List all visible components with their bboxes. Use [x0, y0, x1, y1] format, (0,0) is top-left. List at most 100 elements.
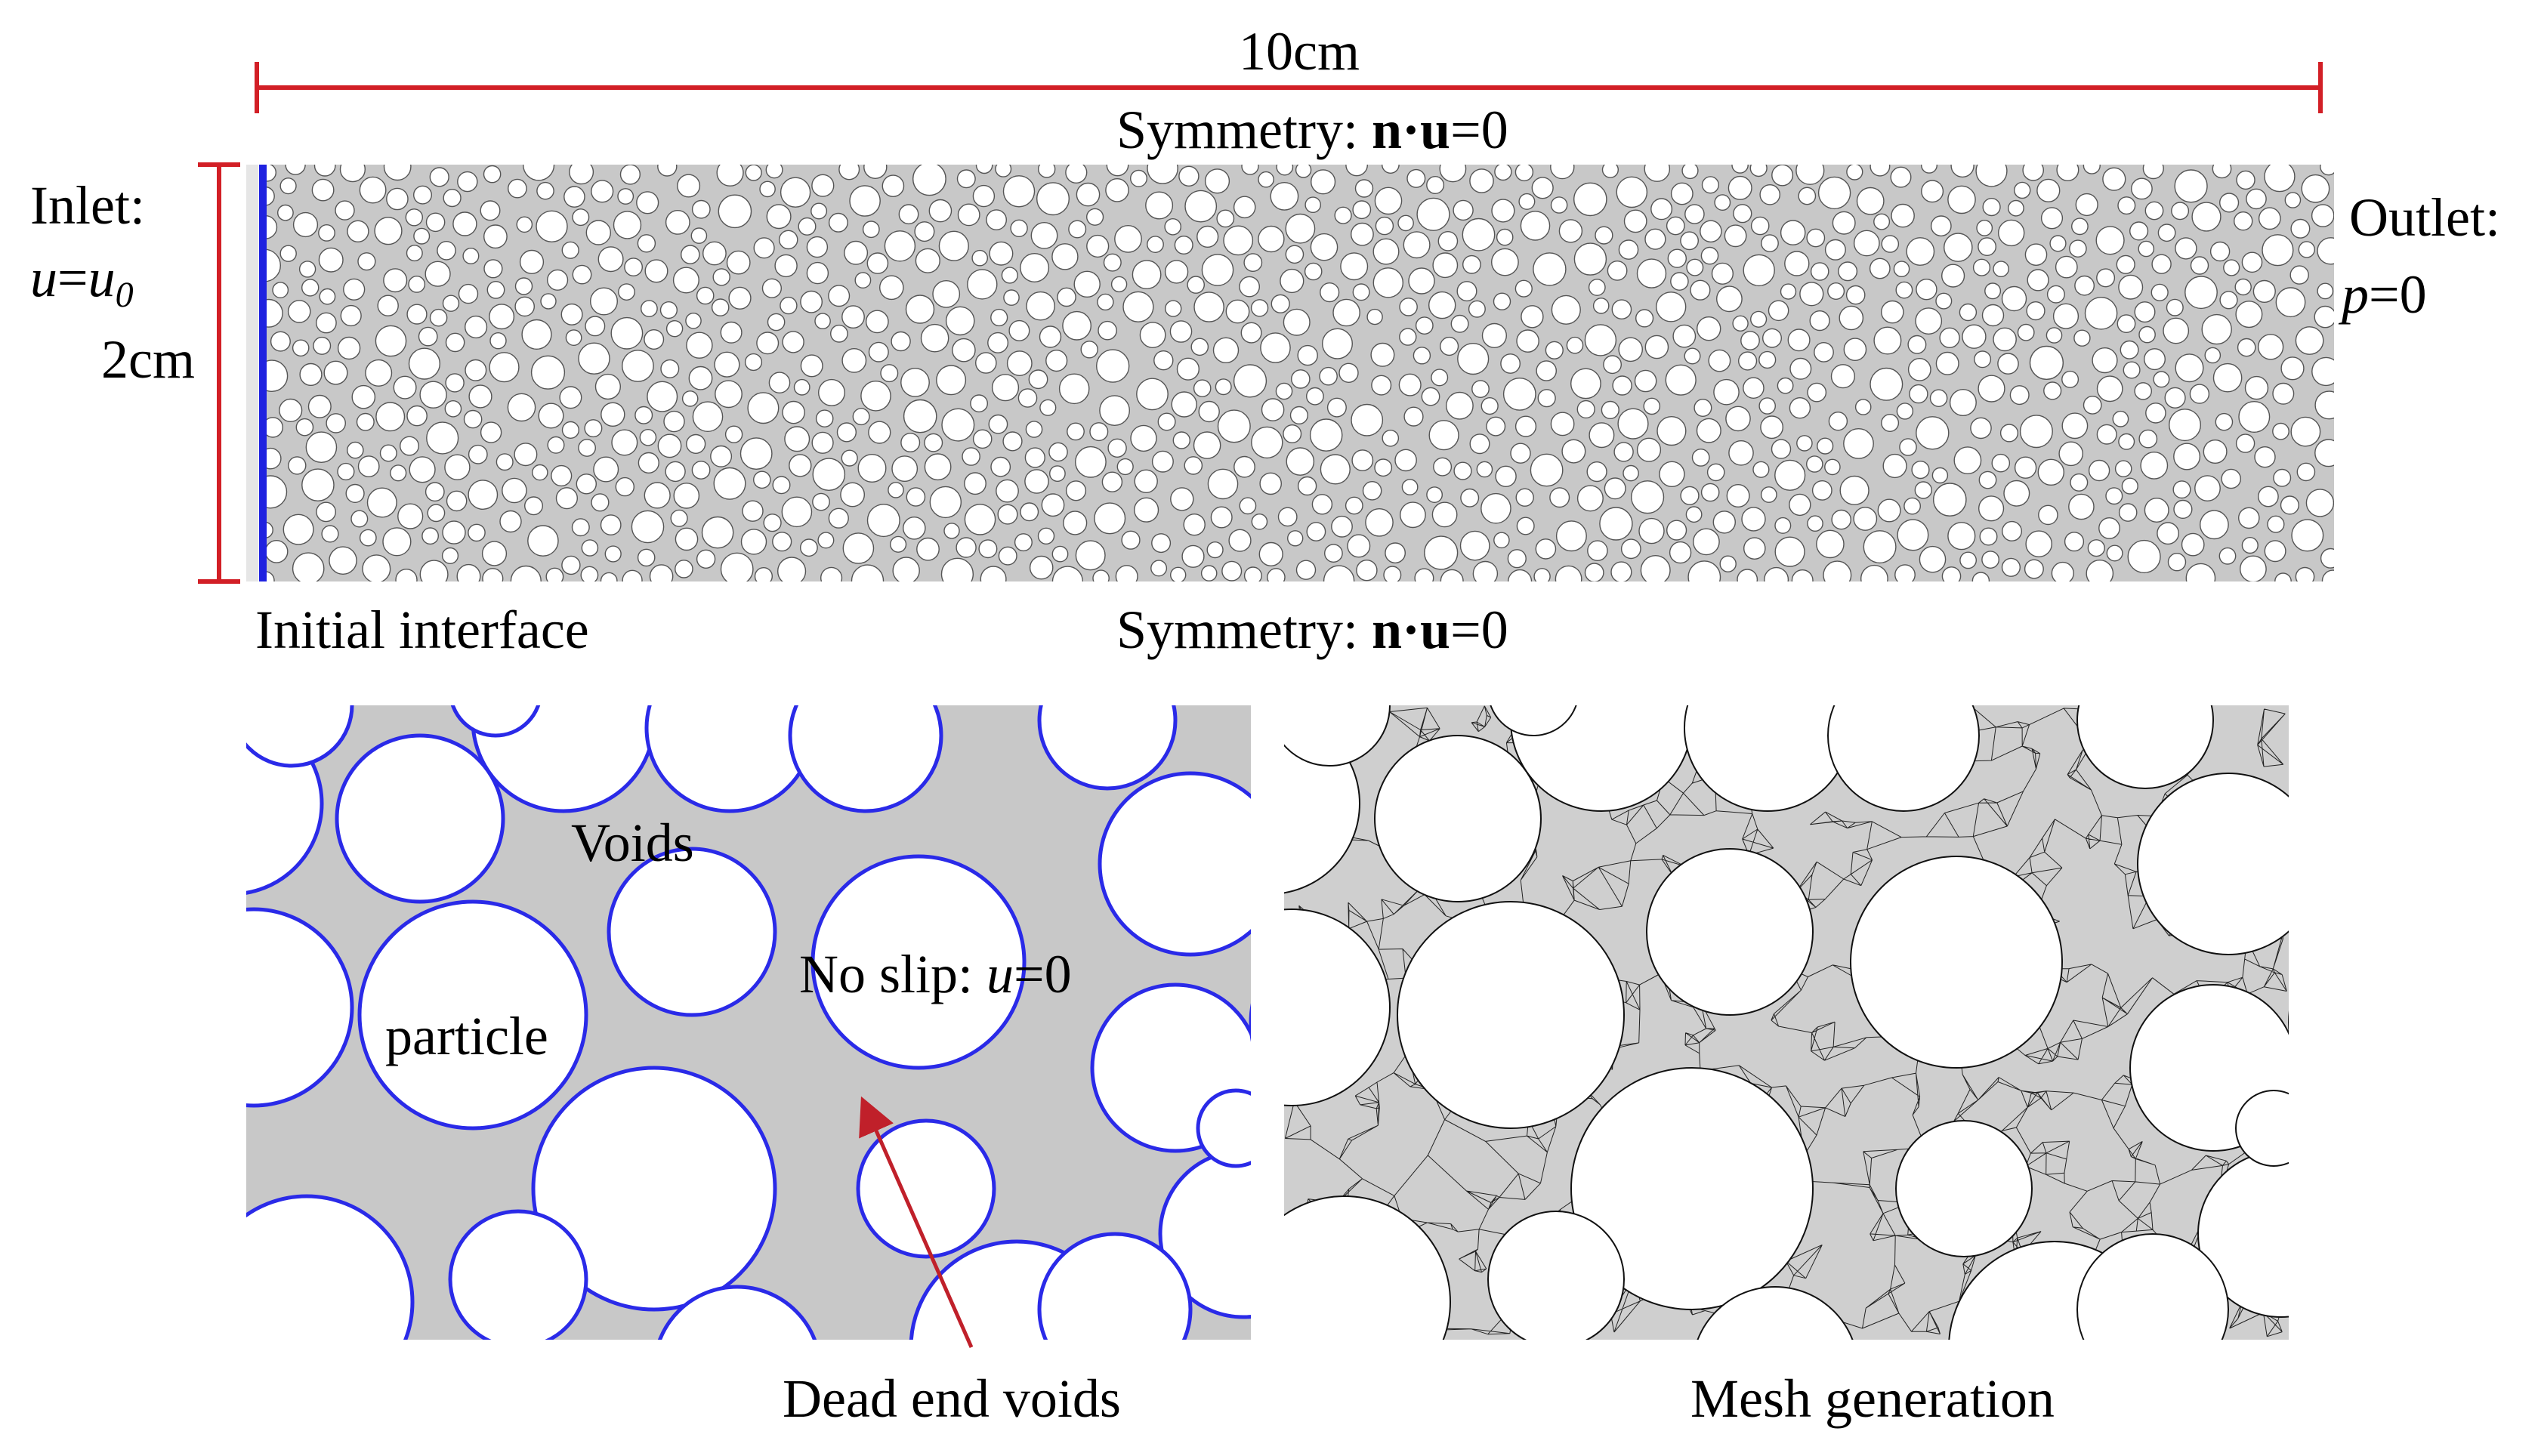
- particle: [1024, 469, 1049, 494]
- particle: [1105, 177, 1129, 202]
- particle: [1759, 184, 1780, 205]
- particle: [860, 380, 891, 412]
- particle: [975, 352, 997, 374]
- particle: [2120, 340, 2139, 359]
- particle: [1696, 316, 1721, 341]
- particle: [2069, 239, 2087, 258]
- particle: [572, 208, 590, 227]
- particle: [1092, 569, 1110, 581]
- particle: [1426, 486, 1443, 503]
- particle: [441, 547, 459, 564]
- particle: [1239, 276, 1261, 298]
- particle: [1916, 279, 1937, 301]
- particle: [343, 278, 366, 301]
- particle: [1758, 350, 1777, 369]
- particle: [2102, 167, 2126, 191]
- particle: [1217, 409, 1251, 443]
- particle: [956, 169, 976, 189]
- particle: [326, 413, 347, 433]
- particle: [997, 504, 1018, 525]
- particle: [1708, 349, 1731, 372]
- particle: [1251, 514, 1268, 530]
- particle: [1650, 198, 1673, 221]
- particle: [971, 249, 988, 267]
- particle: [514, 277, 533, 295]
- particle: [1997, 353, 2019, 375]
- particle: [1816, 529, 1845, 559]
- particle: [772, 476, 791, 495]
- particle: [2022, 165, 2044, 181]
- particle: [1398, 373, 1422, 396]
- particle: [702, 241, 727, 266]
- particle: [1587, 540, 1608, 562]
- particle: [1670, 272, 1689, 291]
- particle: [675, 560, 693, 578]
- particle: [1896, 403, 1914, 420]
- particle: [1065, 165, 1088, 184]
- particle: [346, 441, 364, 459]
- particle: [425, 261, 451, 287]
- particle: [726, 250, 751, 275]
- particle: [716, 165, 744, 187]
- particle: [1010, 219, 1028, 237]
- particle: [2301, 174, 2330, 203]
- particle: [1712, 511, 1737, 534]
- particle: [1176, 357, 1200, 381]
- particle: [597, 246, 624, 273]
- particle: [900, 433, 921, 453]
- particle: [1352, 283, 1370, 301]
- particle: [634, 406, 653, 424]
- particle: [2114, 460, 2132, 478]
- particle: [2223, 259, 2240, 276]
- particle: [940, 557, 974, 581]
- particle: [1476, 461, 1493, 478]
- particle: [1196, 1088, 1251, 1168]
- particle: [1212, 337, 1240, 363]
- particle: [1558, 219, 1583, 243]
- particle: [1049, 465, 1066, 482]
- particle: [1947, 522, 1976, 551]
- particle: [1424, 535, 1459, 570]
- particle: [481, 541, 508, 566]
- particle: [264, 475, 288, 509]
- particle: [1880, 300, 1904, 324]
- particle: [1592, 298, 1610, 314]
- particle: [523, 165, 555, 181]
- particle: [1732, 315, 1749, 332]
- particle: [382, 527, 412, 557]
- particle: [1193, 379, 1212, 398]
- particle: [2026, 301, 2046, 321]
- particle: [657, 165, 678, 177]
- particle: [1777, 377, 1794, 394]
- particle: [1686, 258, 1704, 276]
- particle: [610, 316, 644, 350]
- particle: [264, 165, 276, 182]
- particle: [665, 209, 690, 235]
- particle: [2027, 269, 2049, 292]
- particle: [1289, 406, 1308, 424]
- particle: [670, 509, 688, 527]
- particle: [561, 241, 579, 259]
- particle: [2171, 202, 2190, 221]
- particle: [1187, 276, 1205, 294]
- particle: [2117, 196, 2136, 215]
- particle: [868, 421, 891, 444]
- particle: [1240, 322, 1262, 344]
- particle: [1204, 168, 1230, 194]
- particle: [1133, 497, 1159, 523]
- particle: [356, 412, 375, 431]
- particle: [480, 421, 502, 443]
- particle: [1051, 243, 1079, 270]
- particle: [1048, 442, 1068, 462]
- particle: [307, 394, 332, 418]
- particle: [1982, 198, 2001, 217]
- particle: [641, 300, 658, 317]
- particle: [753, 470, 771, 489]
- particle: [1979, 527, 1998, 546]
- particle: [924, 453, 952, 481]
- particle: [1515, 488, 1534, 507]
- particle: [1401, 479, 1419, 495]
- particle: [2172, 480, 2191, 499]
- particle: [686, 332, 713, 359]
- particle: [1537, 389, 1556, 408]
